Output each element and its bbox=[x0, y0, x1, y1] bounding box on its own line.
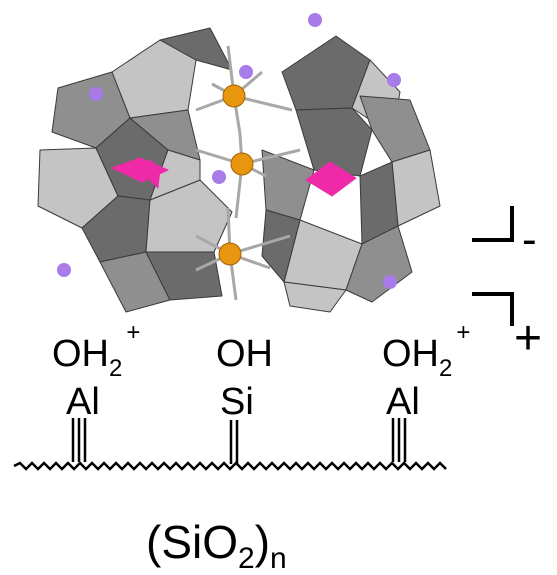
surface-bonds bbox=[71, 418, 407, 464]
octahedron bbox=[145, 251, 223, 301]
metal-atom bbox=[222, 84, 246, 108]
magenta-square bbox=[305, 161, 357, 197]
octahedron bbox=[283, 281, 347, 313]
cation-charge-sign: + bbox=[514, 312, 542, 365]
surface-atom-label: Al bbox=[386, 381, 420, 423]
metal-atom bbox=[230, 152, 254, 176]
anion-charge-sign: - bbox=[522, 215, 537, 264]
counter-ion bbox=[89, 87, 103, 101]
counter-ion bbox=[387, 73, 401, 87]
counter-ion bbox=[57, 263, 71, 277]
counter-ion bbox=[239, 65, 253, 79]
octahedron bbox=[261, 149, 315, 221]
polyoxometalate-cluster bbox=[37, 27, 441, 313]
counter-ions bbox=[57, 13, 401, 289]
counter-ion bbox=[383, 275, 397, 289]
octahedron bbox=[391, 149, 441, 227]
counter-ion bbox=[212, 170, 226, 184]
surface-atom-label: Si bbox=[220, 381, 254, 423]
octahedron bbox=[345, 225, 413, 303]
surface-group-label: OH2+ bbox=[52, 319, 140, 382]
surface-group-label: OH2+ bbox=[382, 319, 470, 382]
surface-group-label: OH bbox=[216, 333, 273, 375]
surface-atom-label: Al bbox=[66, 381, 100, 423]
metal-atoms bbox=[218, 84, 254, 266]
octahedron bbox=[111, 39, 197, 119]
cation-bracket bbox=[472, 292, 514, 326]
octahedron bbox=[295, 107, 373, 177]
surface-line bbox=[13, 461, 447, 471]
counter-ion bbox=[308, 13, 322, 27]
anion-bracket bbox=[472, 206, 514, 242]
metal-atom bbox=[218, 242, 242, 266]
support-formula: (SiO2)n bbox=[146, 516, 287, 575]
magenta-square bbox=[149, 159, 161, 189]
charge-brackets bbox=[472, 206, 514, 326]
